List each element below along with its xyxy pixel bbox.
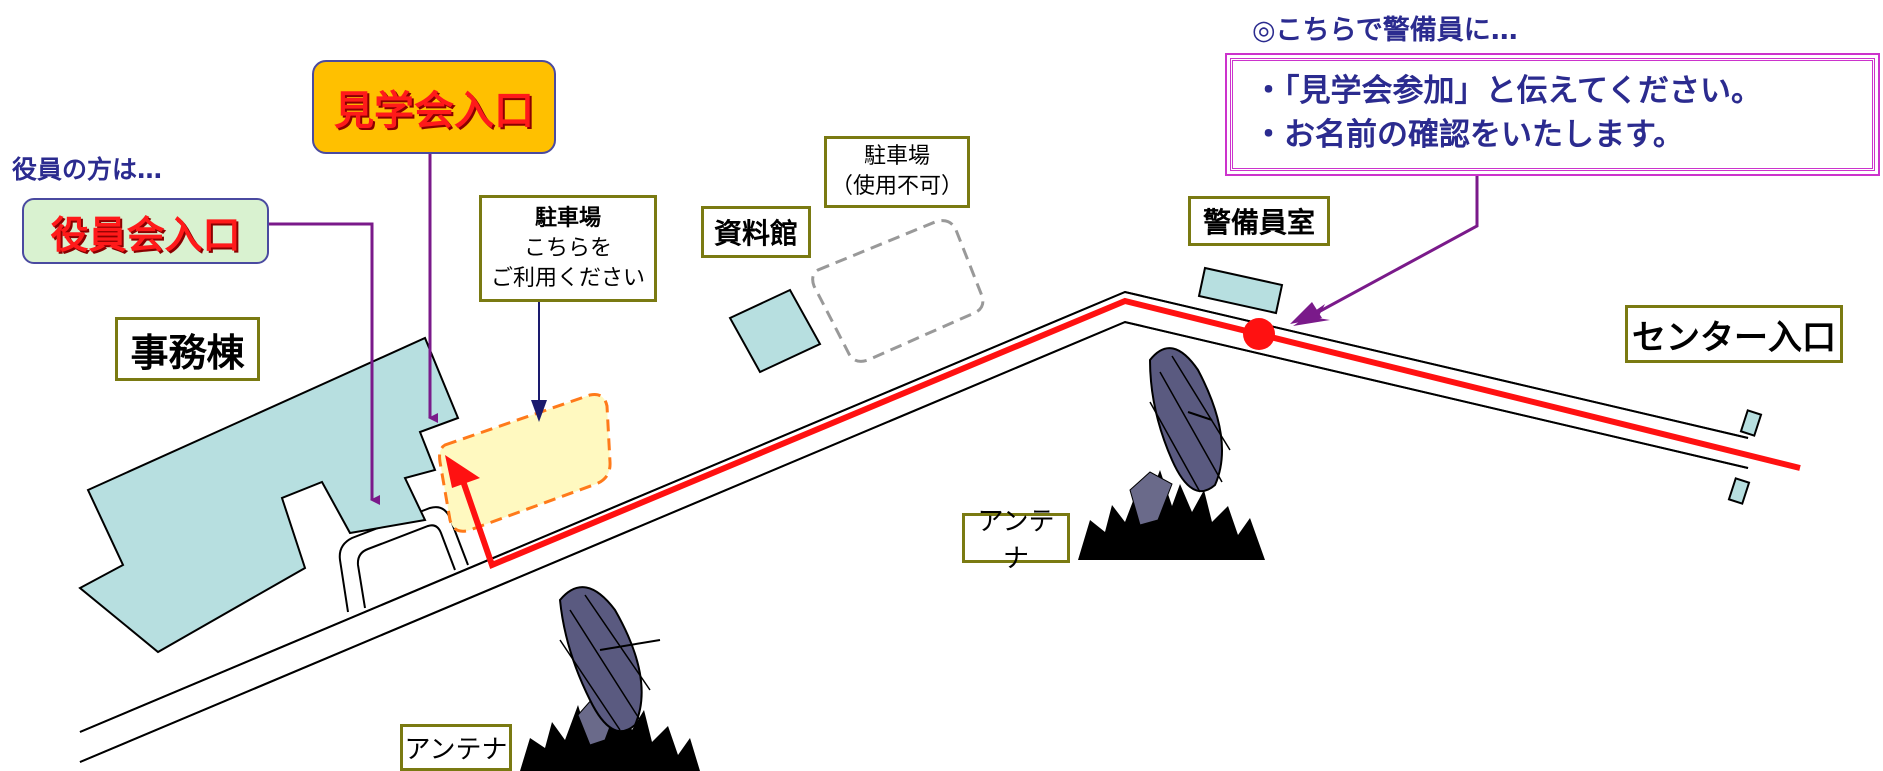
parking-closed-title: 駐車場 [863, 144, 930, 169]
archive-label: 資料館 [701, 206, 811, 258]
center-entrance-label: センター入口 [1625, 305, 1843, 363]
parking-lot-closed [811, 219, 985, 363]
gate-post-south [1727, 477, 1751, 505]
parking-usable-title: 駐車場 [534, 205, 601, 231]
parking-usable-line2: ご利用ください [490, 265, 645, 291]
satellite-dish-icon [520, 586, 700, 771]
office-label: 事務棟 [115, 317, 260, 381]
route-arrowhead [445, 455, 480, 488]
exec-entrance-label: 役員会入口 [22, 198, 269, 264]
antenna-label-middle: アンテナ [962, 507, 1070, 574]
security-notice-box: ・「見学会参加」と伝えてください。 ・お名前の確認をいたします。 [1225, 53, 1880, 176]
notice-line-2: ・お名前の確認をいたします。 [1253, 117, 1684, 153]
tour-entrance-label: 見学会入口 [312, 60, 556, 154]
notice-arrow [1299, 175, 1479, 324]
archive-building [728, 288, 822, 374]
visitor-route [459, 297, 1801, 569]
parking-lot-usable [438, 393, 612, 533]
gate-post-north [1739, 409, 1763, 437]
parking-usable-label: 駐車場 こちらを ご利用ください [479, 195, 657, 302]
parking-closed-label: 駐車場 （使用不可） [824, 136, 970, 208]
guard-room-label: 警備員室 [1188, 196, 1330, 246]
parking-usable-line1: こちらを [523, 235, 612, 261]
exec-note: 役員の方は… [12, 155, 163, 184]
parking-closed-line1: （使用不可） [830, 174, 963, 199]
satellite-dish-icon [1078, 347, 1265, 560]
notice-line-1: ・「見学会参加」と伝えてください。 [1253, 73, 1763, 109]
notice-arrowhead [1290, 302, 1322, 324]
exec-entrance-arrow [265, 222, 380, 505]
notice-title: ◎こちらで警備員に… [1252, 15, 1518, 46]
guard-room [1197, 266, 1284, 315]
office-building [78, 336, 460, 654]
antenna-label-bottom: アンテナ [400, 724, 512, 771]
checkpoint-marker-icon [1243, 318, 1275, 350]
white-road-fill [80, 293, 1748, 761]
main-road-outer [79, 290, 1749, 733]
